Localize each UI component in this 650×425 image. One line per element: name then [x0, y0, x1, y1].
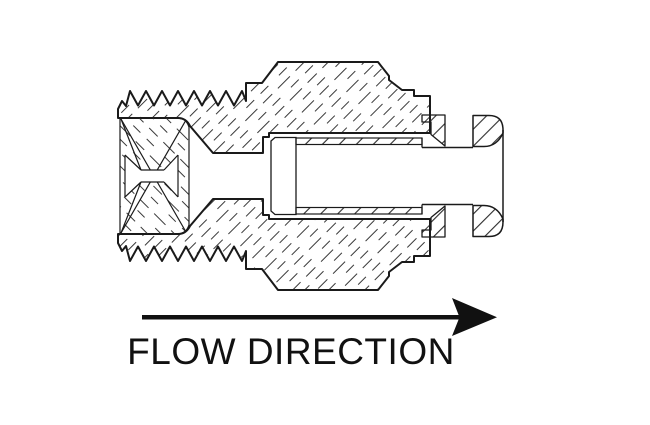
collar-top: [421, 114, 446, 147]
cap-flange-top: [472, 114, 504, 148]
inner-tube: [270, 136, 473, 216]
flow-arrow-shaft: [142, 315, 460, 320]
seat-insert: [119, 117, 190, 235]
retaining-collar: [421, 114, 446, 238]
seat-cone-bore: [125, 155, 178, 197]
cap-flange-bottom: [472, 204, 504, 238]
flow-direction-label: FLOW DIRECTION: [127, 331, 455, 372]
tube-wall-bottom: [295, 206, 423, 215]
collar-bottom: [421, 205, 446, 238]
flow-arrow-head-icon: [452, 298, 497, 336]
seat-cone-lines: [120, 118, 179, 234]
flow-annotation: FLOW DIRECTION: [127, 298, 497, 372]
tube-front-plug: [270, 136, 297, 216]
tube-wall-top: [295, 137, 423, 146]
end-cap: [472, 114, 504, 238]
